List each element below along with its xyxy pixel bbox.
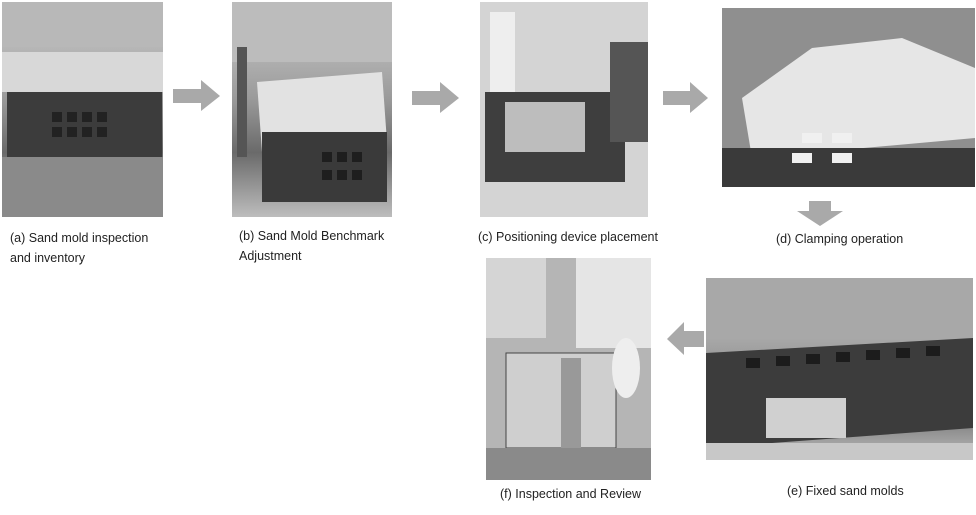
caption-d: (d) Clamping operation	[776, 232, 904, 246]
caption-c: (c) Positioning device placement	[478, 230, 658, 244]
caption-a-line2: and inventory	[10, 251, 86, 265]
arrow-right-icon	[663, 82, 708, 113]
photo-positioning-device	[480, 2, 648, 217]
caption-e: (e) Fixed sand molds	[787, 484, 904, 498]
arrow-right-icon	[173, 80, 220, 111]
photo-fixed-sand-molds	[706, 278, 973, 460]
photo-inspection-review	[486, 258, 651, 480]
caption-b-line1: (b) Sand Mold Benchmark	[239, 229, 385, 243]
caption-b: (b) Sand Mold Benchmark Adjustment	[239, 226, 384, 266]
photo-clamping-operation	[722, 8, 975, 187]
arrow-right-icon	[412, 82, 459, 113]
caption-a-line1: (a) Sand mold inspection	[10, 231, 149, 245]
arrow-down-icon	[797, 201, 843, 226]
arrow-left-icon	[667, 322, 704, 355]
photo-sand-mold-inspection	[2, 2, 163, 217]
photo-benchmark-adjustment	[232, 2, 392, 217]
caption-b-line2: Adjustment	[239, 249, 302, 263]
caption-f: (f) Inspection and Review	[500, 487, 642, 501]
caption-a: (a) Sand mold inspection and inventory	[10, 228, 148, 268]
